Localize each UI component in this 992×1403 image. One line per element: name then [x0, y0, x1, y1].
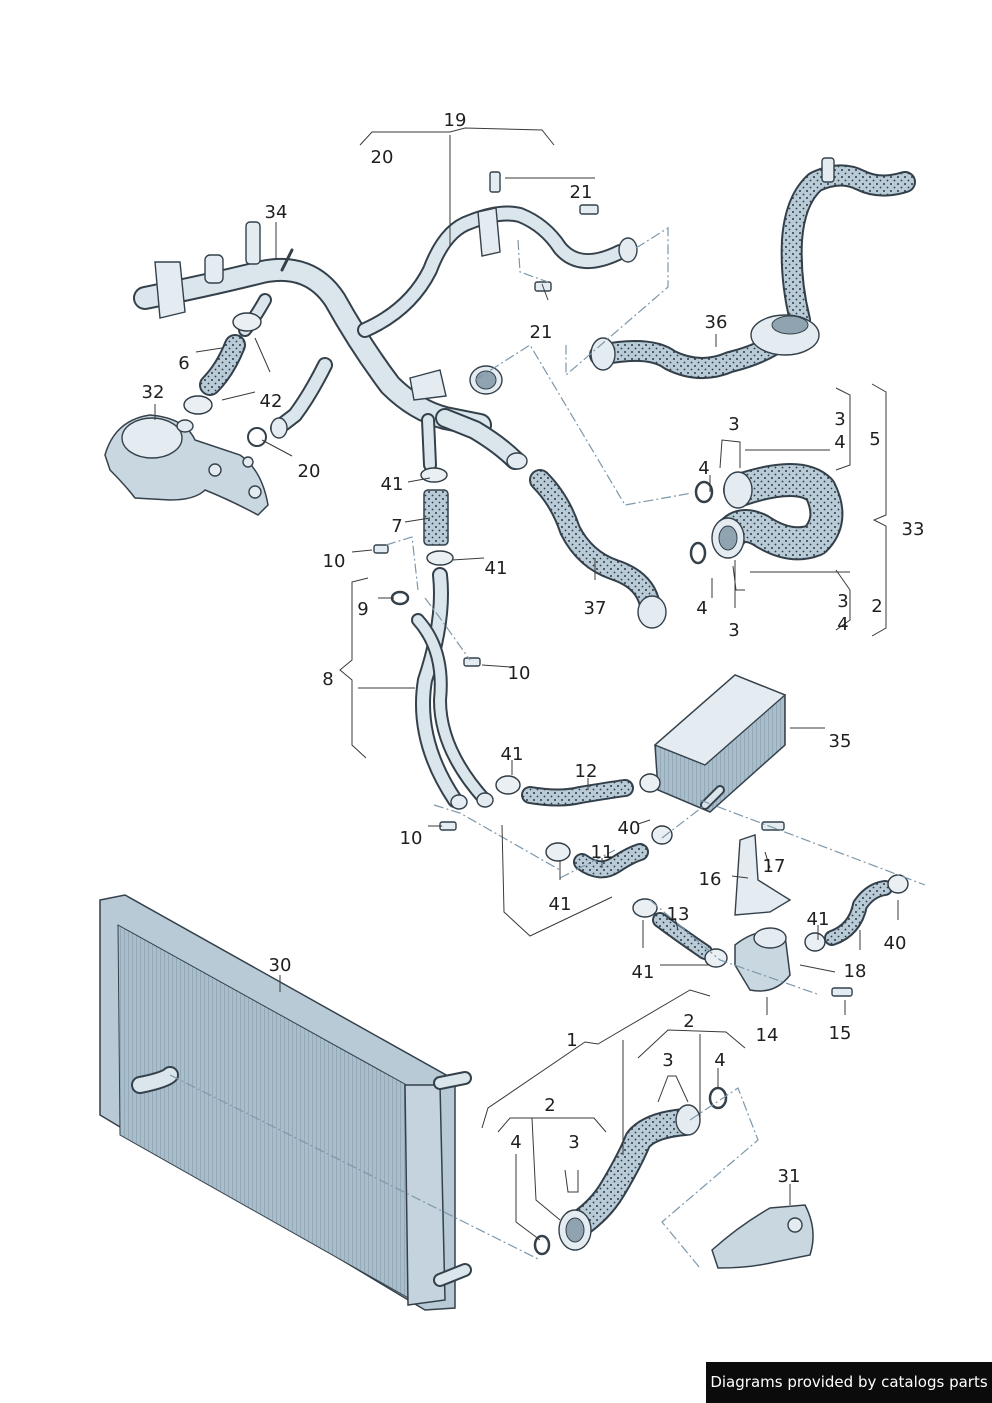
hose-33 — [689, 463, 844, 565]
callout-18: 18 — [844, 961, 867, 982]
callout-33: 33 — [902, 519, 925, 540]
callout-20-lower: 20 — [298, 461, 321, 482]
hose-1 — [533, 1086, 728, 1256]
callout-16: 16 — [699, 869, 722, 890]
leader-lines — [154, 127, 899, 1241]
callout-3-lower-right: 3 — [837, 591, 848, 612]
catalog-credit-banner: Diagrams provided by catalogs parts — [706, 1362, 992, 1403]
callout-4-right: 4 — [834, 432, 845, 453]
hose-6 — [183, 312, 262, 415]
pipe-8 — [373, 544, 494, 831]
hose-12 — [495, 773, 661, 807]
hose-36 — [589, 157, 916, 380]
callout-19: 19 — [444, 110, 467, 131]
callout-9: 9 — [357, 599, 368, 620]
callout-21: 21 — [570, 182, 593, 203]
callout-42: 42 — [260, 391, 283, 412]
callout-11: 11 — [591, 842, 614, 863]
callout-20: 20 — [371, 147, 394, 168]
callout-10-c: 10 — [400, 828, 423, 849]
callout-34: 34 — [265, 202, 288, 223]
hose-11 — [545, 825, 673, 879]
callout-21-lower: 21 — [530, 322, 553, 343]
hose-37 — [529, 469, 667, 629]
callout-4-left: 4 — [698, 458, 709, 479]
callout-36: 36 — [705, 312, 728, 333]
callout-41-f: 41 — [807, 909, 830, 930]
callout-3-lower: 3 — [728, 620, 739, 641]
valve-14 — [734, 927, 791, 992]
callout-5: 5 — [869, 429, 880, 450]
callout-4-lower-right: 4 — [837, 614, 848, 635]
callout-2-c: 2 — [544, 1095, 555, 1116]
callout-4-f: 4 — [510, 1132, 521, 1153]
callout-10: 10 — [323, 551, 346, 572]
callout-40-b: 40 — [884, 933, 907, 954]
radiator-30 — [99, 894, 472, 1311]
callout-41: 41 — [381, 474, 404, 495]
callout-3-right: 3 — [834, 409, 845, 430]
callout-7: 7 — [391, 516, 402, 537]
assembly-lines — [169, 226, 926, 1269]
callout-3-top: 3 — [728, 414, 739, 435]
callout-35: 35 — [829, 731, 852, 752]
callout-30: 30 — [269, 955, 292, 976]
callout-13: 13 — [667, 904, 690, 925]
oil-cooler-35 — [653, 674, 787, 813]
callout-41-e: 41 — [632, 962, 655, 983]
callout-4-lower: 4 — [696, 598, 707, 619]
flange-31 — [711, 1204, 814, 1269]
callout-31: 31 — [778, 1166, 801, 1187]
callout-10-b: 10 — [508, 663, 531, 684]
callout-4-e: 4 — [714, 1050, 725, 1071]
callout-12: 12 — [575, 761, 598, 782]
callout-17: 17 — [763, 856, 786, 877]
callout-41-c: 41 — [501, 744, 524, 765]
callout-8: 8 — [322, 669, 333, 690]
callout-6: 6 — [178, 353, 189, 374]
callout-1: 1 — [566, 1030, 577, 1051]
callout-2: 2 — [871, 596, 882, 617]
bracket-16 — [734, 821, 792, 916]
callout-3-e: 3 — [662, 1050, 673, 1071]
water-pump-32 — [104, 414, 269, 516]
callout-40: 40 — [618, 818, 641, 839]
callout-32: 32 — [142, 382, 165, 403]
callout-labels: 19 20 21 34 6 32 42 20 21 36 41 7 10 41 … — [142, 110, 925, 1187]
callout-3-f: 3 — [568, 1132, 579, 1153]
callout-14: 14 — [756, 1025, 779, 1046]
callout-15: 15 — [829, 1023, 852, 1044]
callout-41-d: 41 — [549, 894, 572, 915]
coolant-pipe-19 — [133, 205, 638, 472]
hose-13 — [632, 898, 728, 968]
callout-41-b: 41 — [485, 558, 508, 579]
hose-7 — [420, 467, 454, 566]
callout-2-lower: 2 — [683, 1011, 694, 1032]
callout-37: 37 — [584, 598, 607, 619]
